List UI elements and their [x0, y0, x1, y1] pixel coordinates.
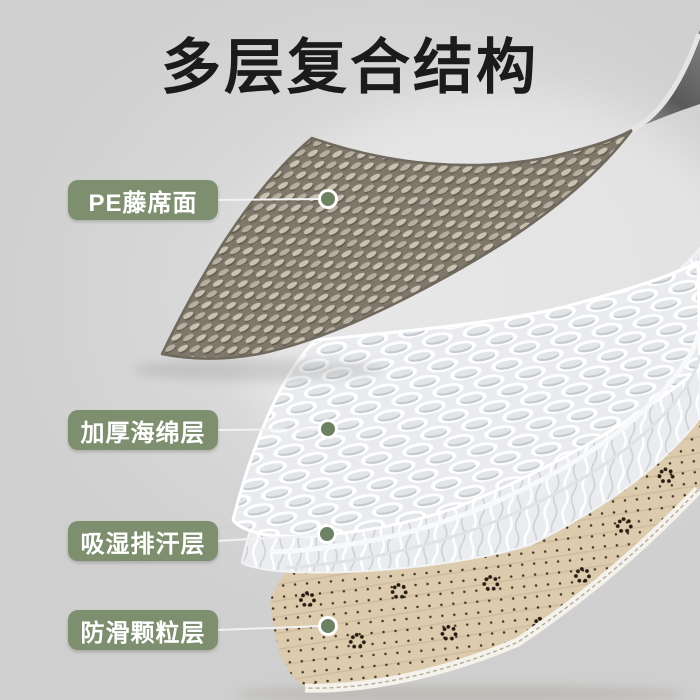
- callout-dot-pe-rattan: [318, 189, 338, 209]
- label-thick-sponge-layer: 加厚海绵层: [68, 410, 218, 450]
- label-anti-slip-particle-layer: 防滑颗粒层: [68, 610, 218, 650]
- callout-line-antislip: [216, 625, 323, 631]
- callout-line-pe-rattan: [217, 198, 323, 201]
- stitched-edge: [304, 486, 700, 693]
- rattan-shadow: [133, 359, 383, 381]
- rattan-curl-edge: [630, 33, 700, 133]
- rattan-curl-underside: [632, 30, 700, 130]
- callouts: [215, 189, 338, 636]
- callout-dot-wicking: [317, 524, 337, 544]
- callout-dot-sponge: [318, 419, 338, 439]
- callout-line-sponge: [215, 428, 323, 431]
- callout-dot-antislip: [318, 616, 338, 636]
- label-moisture-wicking-layer: 吸湿排汗层: [68, 521, 218, 561]
- layer-pe-rattan: [160, 30, 700, 360]
- label-pe-rattan-surface: PE藤席面: [68, 180, 218, 220]
- bottom-layer-shadow: [235, 685, 685, 700]
- callout-line-wicking: [215, 534, 322, 542]
- layer-anti-slip-particle: [270, 404, 700, 693]
- page-title: 多层复合结构: [161, 34, 539, 101]
- fanned-sheet-edges: [269, 329, 700, 570]
